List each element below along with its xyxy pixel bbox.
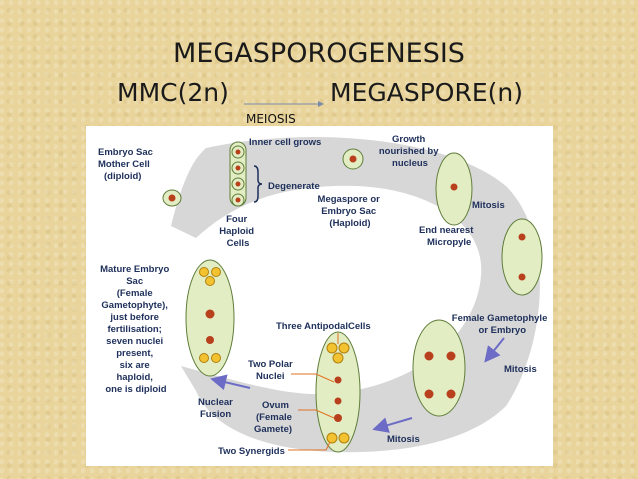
inner-cell-grows-label: Inner cell grows xyxy=(249,137,321,148)
four-nucleate-cell xyxy=(412,319,466,417)
two-polar-nuclei-label: Two Polar Nuclei xyxy=(248,359,295,382)
three-antipodal-label: Three AntipodalCells xyxy=(276,321,371,332)
arrow-to-seven-cell xyxy=(372,417,413,433)
nuclear-fusion-label: Nuclear Fusion xyxy=(198,397,236,420)
seven-celled-sac xyxy=(315,331,361,453)
mitosis-1-label: Mitosis xyxy=(472,200,505,211)
two-synergids-label: Two Synergids xyxy=(218,446,285,457)
mitosis-3-label: Mitosis xyxy=(387,434,420,445)
megasporogenesis-diagram: Embryo Sac Mother Cell (diploid) Inner c… xyxy=(98,134,550,457)
mother-cell xyxy=(162,189,182,207)
female-gametophyte-label: Female Gametophyle or Embryo xyxy=(452,313,550,336)
slide-title: MEGASPOROGENESIS xyxy=(173,38,465,69)
mmc-label: MMC(2n) xyxy=(117,78,229,107)
growing-cell xyxy=(435,152,473,226)
megaspore-label: MEGASPORE(n) xyxy=(330,78,523,107)
degenerate-label: Degenerate xyxy=(268,181,320,192)
growth-label: Growth nourished by nucleus xyxy=(379,134,441,169)
megaspore-cell xyxy=(342,148,364,170)
two-nucleate-cell xyxy=(501,218,543,296)
degenerate-brace xyxy=(253,165,263,203)
mitosis-2-label: Mitosis xyxy=(504,364,537,375)
arrow-to-nuclear-fusion xyxy=(210,374,251,391)
diagram-panel: Embryo Sac Mother Cell (diploid) Inner c… xyxy=(86,126,553,466)
meiosis-arrow xyxy=(244,101,324,107)
four-haploid-cells xyxy=(229,141,247,207)
megaspore-embryo-sac-label: Megaspore or Embryo Sac (Haploid) xyxy=(318,194,383,229)
meiosis-label: MEIOSIS xyxy=(246,112,296,126)
embryo-sac-mother-cell-label: Embryo Sac Mother Cell (diploid) xyxy=(98,147,156,182)
arrow-to-four-nucleate xyxy=(484,337,505,363)
end-nearest-label: End nearest Micropyle xyxy=(419,225,476,248)
mature-embryo-sac xyxy=(185,259,235,377)
mature-embryo-sac-label: Mature Embryo Sac (Female Gametophyte), … xyxy=(100,264,172,395)
ovum-label: Ovum (Female Gamete) xyxy=(254,400,295,435)
four-haploid-cells-label: Four Haploid Cells xyxy=(219,214,256,249)
